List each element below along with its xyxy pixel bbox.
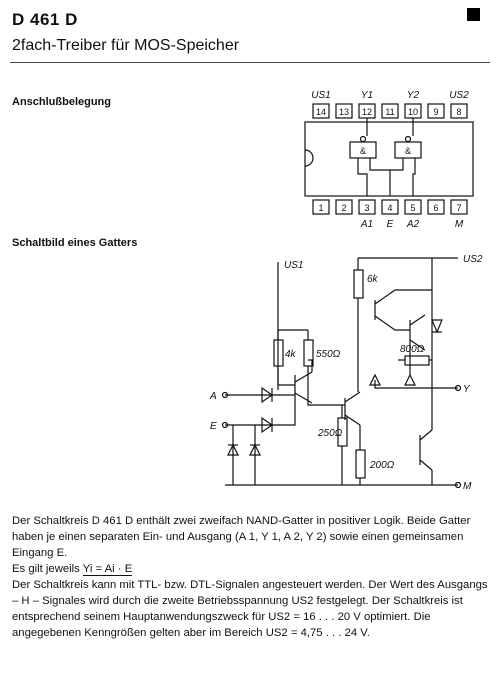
top-pin-box	[381, 103, 399, 119]
label-us2: US2	[463, 254, 483, 265]
resistor-200	[355, 449, 366, 479]
input-e-line	[225, 400, 296, 426]
resistor-800	[404, 355, 430, 366]
pinout-diagram: 14 13 12 11 10 9 8 1 2 3 4 5 6 7 US1 Y1 …	[304, 90, 474, 230]
description-paragraph-2: Der Schaltkreis kann mit TTL- bzw. DTL-S…	[12, 579, 488, 639]
label-m: M	[463, 481, 472, 492]
label-y: Y	[463, 384, 471, 395]
top-pin-label: 8	[456, 107, 461, 117]
label-250: 250Ω	[317, 428, 343, 439]
bottom-pin-box	[450, 199, 468, 215]
ground-m-terminal	[454, 481, 462, 489]
input-a-terminal	[221, 391, 229, 399]
resistor-6k	[353, 269, 364, 299]
input-e-terminal	[221, 421, 229, 429]
title-divider	[10, 62, 490, 63]
description-paragraph-1: Der Schaltkreis D 461 D enthält zwei zwe…	[12, 515, 471, 559]
bottom-pin-box	[404, 199, 422, 215]
bottom-pin-label: 5	[410, 203, 415, 213]
pin-name-y1: Y1	[361, 90, 373, 101]
clamp-diode-1	[227, 443, 239, 456]
output-y-terminal	[454, 384, 462, 392]
top-pin-box	[312, 103, 330, 119]
bottom-pin-label: 4	[387, 203, 392, 213]
bottom-pin-label: 1	[318, 203, 323, 213]
gate-schematic: US1 US2 A E Y M 6k 4k 550Ω 800Ω 250Ω 200…	[209, 254, 483, 492]
output-line	[374, 380, 458, 389]
top-pin-box	[335, 103, 353, 119]
ic-package	[304, 121, 474, 197]
top-pin-label: 13	[339, 107, 349, 117]
bottom-pin-label: 2	[341, 203, 346, 213]
top-pin-label: 10	[408, 107, 418, 117]
bottom-pin-box	[381, 199, 399, 215]
gate-2-bubble	[404, 135, 412, 143]
top-pin-label: 14	[316, 107, 326, 117]
corner-marker	[467, 8, 480, 21]
ic-notch	[304, 149, 314, 167]
pin-name-us2: US2	[449, 90, 469, 101]
label-e: E	[210, 421, 217, 432]
label-4k: 4k	[285, 349, 297, 360]
protection-diode	[431, 319, 443, 334]
pin-name-us1: US1	[311, 90, 330, 101]
formula-line: Es gilt jeweils Yi = Ai · E	[12, 561, 490, 577]
pin-name-e: E	[387, 219, 394, 230]
pinout-heading: Anschlußbelegung	[12, 96, 111, 108]
pin-name-y2: Y2	[407, 90, 420, 101]
top-pin-label: 9	[433, 107, 438, 117]
gate-1-bubble	[359, 135, 367, 143]
diode-e	[261, 416, 274, 434]
top-pin-label: 12	[362, 107, 372, 117]
label-us1: US1	[284, 260, 303, 271]
gate-2-symbol: &	[405, 146, 411, 156]
bottom-pin-box	[335, 199, 353, 215]
description-text: Der Schaltkreis D 461 D enthält zwei zwe…	[12, 513, 490, 641]
formula-prefix: Es gilt jeweils	[12, 563, 80, 575]
page-title: D 461 D	[12, 10, 78, 29]
output-diode-1	[369, 373, 381, 386]
bottom-pin-label: 3	[364, 203, 369, 213]
bottom-pin-box	[358, 199, 376, 215]
output-diode-2	[404, 373, 416, 386]
top-pin-box	[427, 103, 445, 119]
pin-name-a2: A2	[406, 219, 420, 230]
formula: Yi = Ai · E	[82, 563, 133, 576]
bottom-pin-box	[312, 199, 330, 215]
schematic-heading: Schaltbild eines Gatters	[12, 237, 138, 249]
pin-name-a1: A1	[360, 219, 373, 230]
label-550: 550Ω	[316, 349, 341, 360]
bottom-pin-box	[427, 199, 445, 215]
diode-a	[261, 386, 274, 404]
gate-1-symbol: &	[360, 146, 366, 156]
label-800: 800Ω	[400, 344, 425, 355]
page-subtitle: 2fach-Treiber für MOS-Speicher	[12, 37, 240, 54]
top-pin-box	[450, 103, 468, 119]
label-6k: 6k	[367, 274, 379, 285]
label-200: 200Ω	[369, 460, 395, 471]
bottom-pin-label: 7	[456, 203, 461, 213]
pin-name-m: M	[455, 219, 464, 230]
label-a: A	[209, 391, 217, 402]
top-pin-label: 11	[385, 107, 394, 117]
clamp-diode-2	[249, 443, 261, 456]
bottom-pin-label: 6	[433, 203, 438, 213]
